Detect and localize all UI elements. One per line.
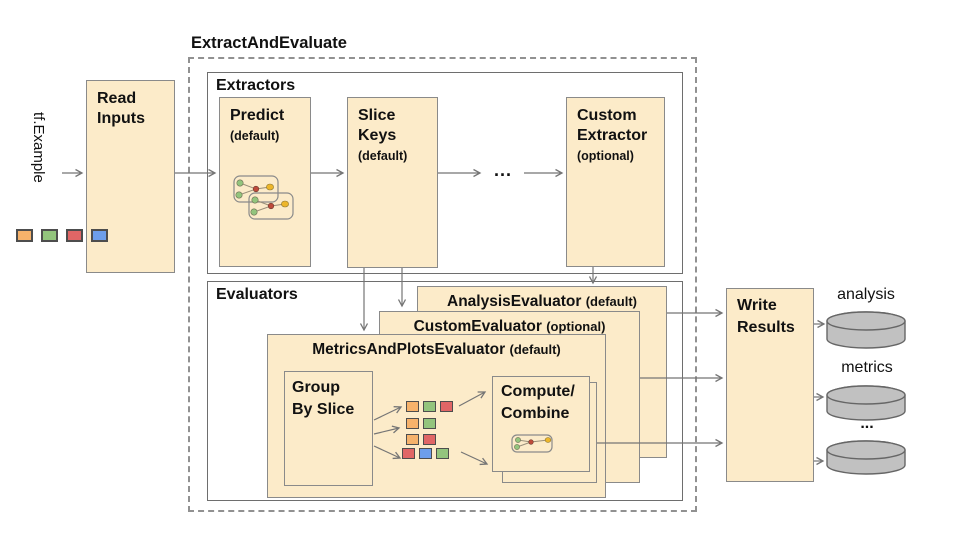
orange-square — [406, 418, 419, 429]
custom-extractor-label-line1: Custom — [577, 107, 637, 124]
compute-combine-label-line2: Combine — [501, 405, 570, 422]
read-inputs-label-line1: Read — [97, 90, 137, 107]
green-square — [436, 448, 449, 459]
combine-graph-icon — [511, 434, 553, 453]
extract-and-evaluate-region — [188, 57, 697, 512]
red-square — [66, 229, 83, 242]
custom-evaluator-name: CustomEvaluator — [413, 318, 542, 335]
write-results-label-line1: Write — [737, 297, 777, 314]
predict-label: Predict — [230, 107, 285, 124]
green-square — [41, 229, 58, 242]
evaluators-label: Evaluators — [216, 286, 298, 303]
group-by-slice-box: Group By Slice — [284, 371, 373, 486]
output-label-ellipsis: ... — [860, 415, 874, 432]
custom-evaluator-qualifier: (optional) — [546, 319, 606, 334]
custom-extractor-box: Custom Extractor (optional) — [566, 97, 665, 267]
slice-keys-label-line1: Slice — [358, 107, 396, 124]
extractors-ellipsis: ... — [493, 160, 512, 180]
slice-row-2 — [406, 418, 440, 429]
slice-row-3 — [406, 434, 440, 445]
red-square — [423, 434, 436, 445]
input-squares — [16, 229, 116, 242]
orange-square — [406, 434, 419, 445]
group-by-slice-label-line1: Group — [292, 379, 340, 396]
input-label: tf.Example — [30, 112, 47, 183]
red-square — [402, 448, 415, 459]
group-by-slice-label-line2: By Slice — [292, 401, 355, 418]
slice-keys-label-line2: Keys — [358, 127, 397, 144]
blue-square — [91, 229, 108, 242]
custom-extractor-qualifier: (optional) — [577, 149, 634, 163]
read-inputs-label-line2: Inputs — [97, 110, 145, 127]
output-cylinder-analysis — [826, 311, 906, 349]
compute-combine-box: Compute/ Combine — [492, 376, 590, 472]
slice-keys-extractor-box: Slice Keys (default) — [347, 97, 438, 268]
output-label-metrics: metrics — [841, 359, 893, 376]
predict-extractor-box: Predict (default) — [219, 97, 311, 267]
slice-keys-qualifier: (default) — [358, 149, 408, 163]
model-graph-icon — [233, 175, 294, 220]
blue-square — [419, 448, 432, 459]
orange-square — [16, 229, 33, 242]
slice-row-1 — [406, 401, 457, 412]
write-results-label-line2: Results — [737, 319, 795, 336]
metrics-and-plots-evaluator-name: MetricsAndPlotsEvaluator — [312, 341, 506, 358]
metrics-and-plots-evaluator-qualifier: (default) — [509, 342, 561, 357]
output-label-analysis: analysis — [837, 286, 895, 303]
output-cylinder-other — [826, 440, 906, 475]
extractors-label: Extractors — [216, 77, 296, 94]
orange-square — [406, 401, 419, 412]
custom-extractor-label-line2: Extractor — [577, 127, 648, 144]
analysis-evaluator-name: AnalysisEvaluator — [447, 293, 582, 310]
green-square — [423, 401, 436, 412]
analysis-evaluator-qualifier: (default) — [585, 294, 637, 309]
diagram-title: ExtractAndEvaluate — [191, 34, 347, 52]
green-square — [423, 418, 436, 429]
read-inputs-box: Read Inputs — [86, 80, 175, 273]
write-results-box: Write Results — [726, 288, 814, 482]
predict-qualifier: (default) — [230, 129, 280, 143]
red-square — [440, 401, 453, 412]
compute-combine-label-line1: Compute/ — [501, 383, 575, 400]
slice-row-4 — [402, 448, 453, 459]
